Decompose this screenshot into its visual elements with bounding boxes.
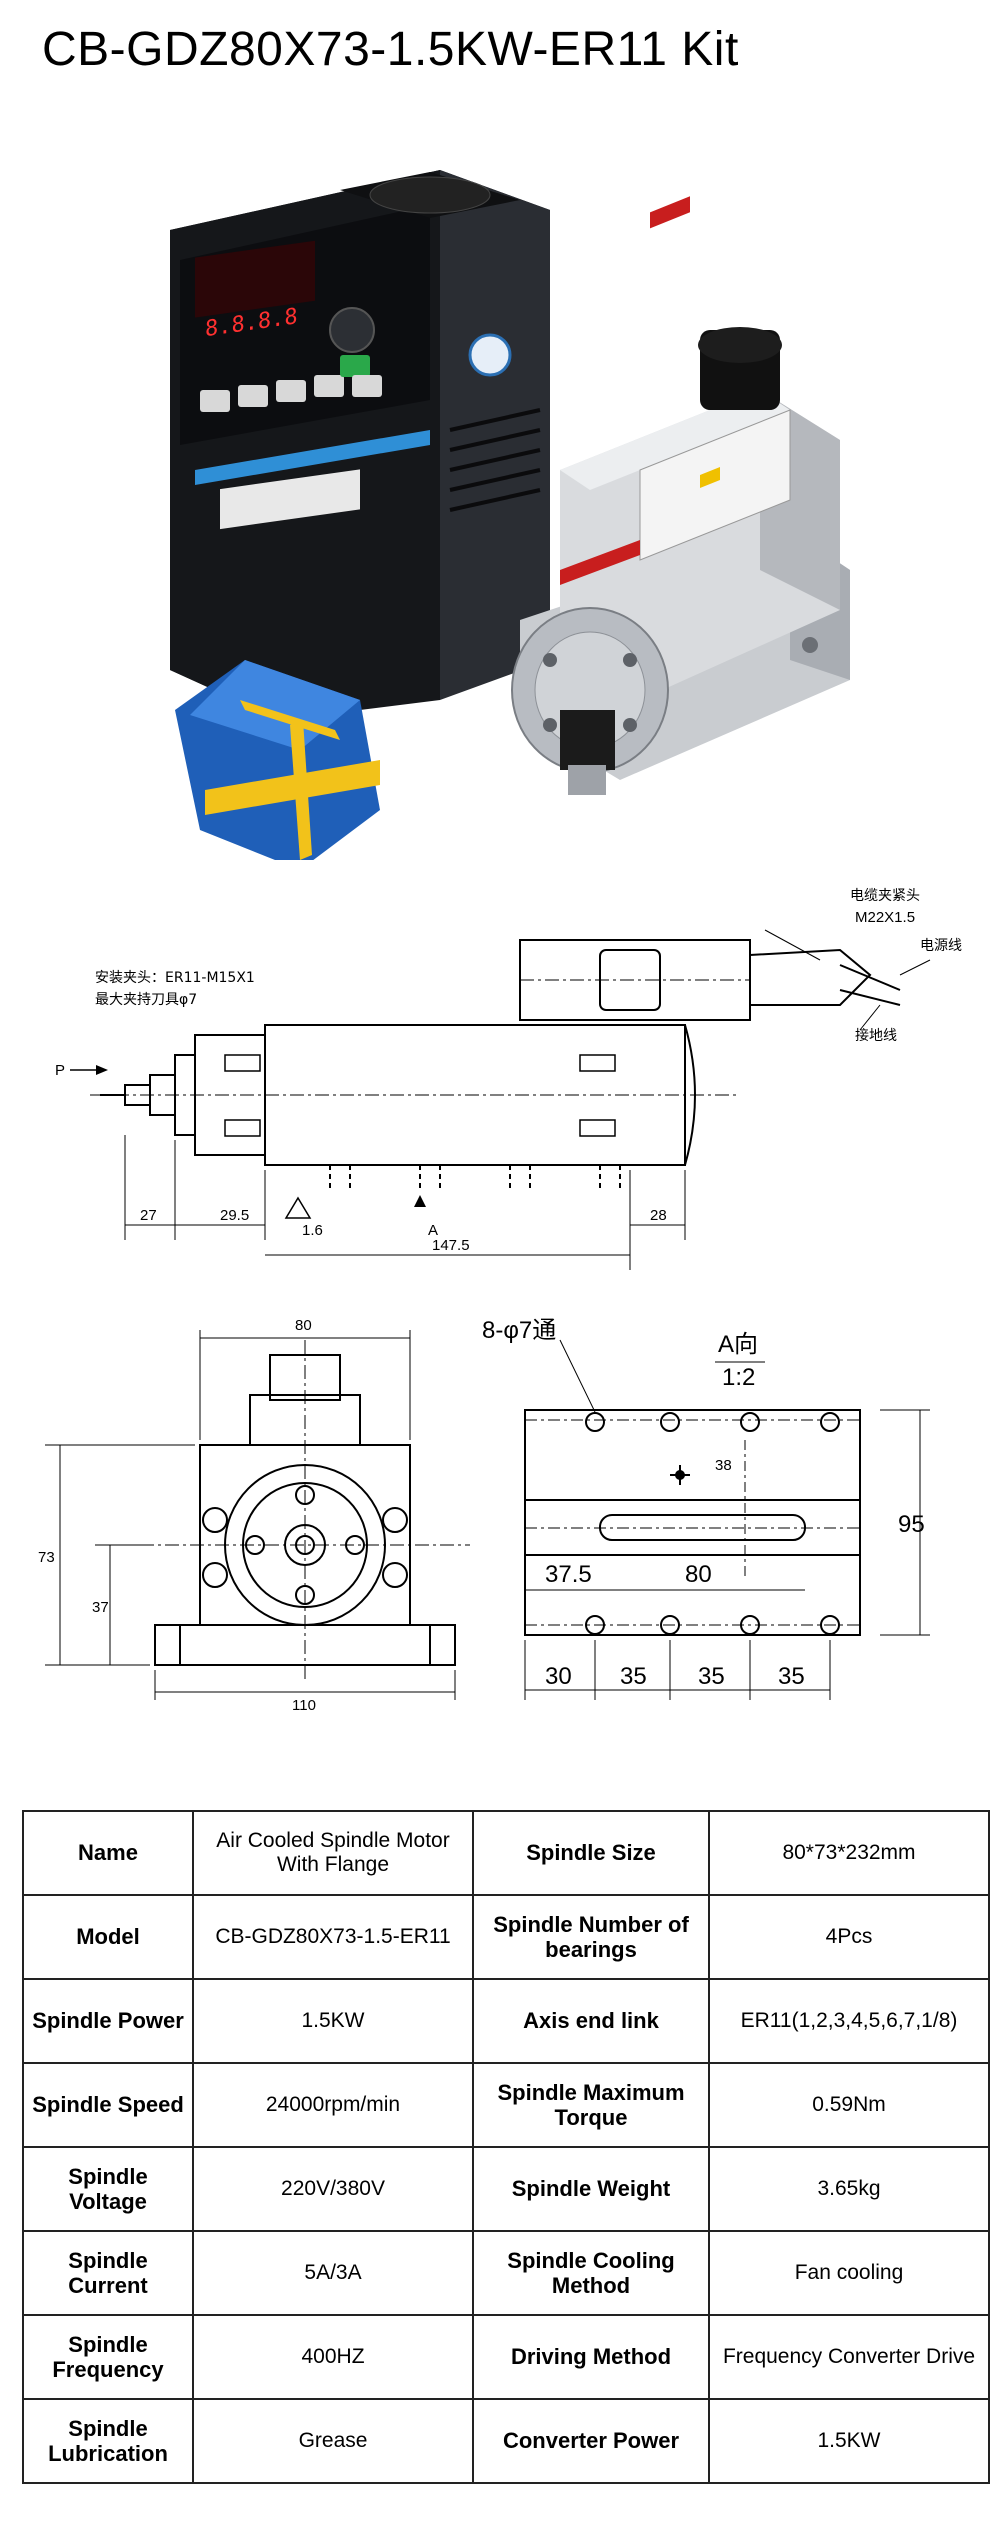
front-and-base-drawing: 80 73 37 110 8-φ7通 A向 1:2 38 37.5 80 95 … (38, 1317, 930, 1714)
base-view-label: A向 (718, 1331, 758, 1358)
table-row: Spindle Lubrication Grease Converter Pow… (22, 2398, 990, 2484)
table-row: Spindle Voltage 220V/380V Spindle Weight… (22, 2146, 990, 2232)
base-dim-35c: 35 (778, 1663, 805, 1690)
spec-value: Air Cooled Spindle Motor With Flange (192, 1810, 474, 1896)
spec-key: Spindle Size (472, 1810, 710, 1896)
spec-value: 24000rpm/min (192, 2062, 474, 2148)
spec-value: 0.59Nm (708, 2062, 990, 2148)
spec-key: Converter Power (472, 2398, 710, 2484)
base-dim-38: 38 (715, 1457, 732, 1474)
side-view-drawing: 安装夹头：ER11-M15X1 最大夹持刀具φ7 P 电缆夹紧头 M22X1.5… (55, 888, 962, 1270)
spec-value: CB-GDZ80X73-1.5-ER11 (192, 1894, 474, 1980)
base-dim-35a: 35 (620, 1663, 647, 1690)
base-hole-note: 8-φ7通 (482, 1317, 556, 1344)
table-row: Model CB-GDZ80X73-1.5-ER11 Spindle Numbe… (22, 1894, 990, 1980)
spec-value: 1.5KW (708, 2398, 990, 2484)
collet-note-2: 最大夹持刀具φ7 (95, 992, 197, 1008)
spec-table: Name Air Cooled Spindle Motor With Flang… (22, 1810, 990, 2484)
base-scale: 1:2 (722, 1364, 755, 1391)
spec-key: Spindle Speed (22, 2062, 194, 2148)
spec-key: Spindle Current (22, 2230, 194, 2316)
spindle-motor-image (511, 196, 850, 795)
spec-value: 4Pcs (708, 1894, 990, 1980)
spec-key: Spindle Number of bearings (472, 1894, 710, 1980)
front-dim-37: 37 (92, 1599, 109, 1616)
base-dim-80: 80 (685, 1561, 712, 1588)
spec-key: Spindle Voltage (22, 2146, 194, 2232)
dim-29-5: 29.5 (220, 1207, 249, 1224)
base-dim-30: 30 (545, 1663, 572, 1690)
spec-value: 400HZ (192, 2314, 474, 2400)
dim-1-6: 1.6 (302, 1222, 323, 1239)
spec-key: Axis end link (472, 1978, 710, 2064)
spec-key: Spindle Lubrication (22, 2398, 194, 2484)
spec-key: Driving Method (472, 2314, 710, 2400)
spec-key: Spindle Weight (472, 2146, 710, 2232)
accessory-boxes-image (175, 660, 380, 860)
spec-value: 220V/380V (192, 2146, 474, 2232)
spec-key: Spindle Power (22, 1978, 194, 2064)
front-dim-110: 110 (292, 1697, 316, 1714)
label-p: P (55, 1062, 65, 1079)
spec-value: Grease (192, 2398, 474, 2484)
label-thread: M22X1.5 (855, 909, 915, 926)
table-row: Spindle Speed 24000rpm/min Spindle Maxim… (22, 2062, 990, 2148)
label-cable-head: 电缆夹紧头 (850, 888, 920, 904)
spec-value: 1.5KW (192, 1978, 474, 2064)
spec-value: ER11(1,2,3,4,5,6,7,1/8) (708, 1978, 990, 2064)
base-dim-95: 95 (898, 1511, 925, 1538)
front-dim-80: 80 (295, 1317, 312, 1334)
collet-note-1: 安装夹头：ER11-M15X1 (95, 970, 255, 986)
label-power-line: 电源线 (920, 938, 962, 954)
dim-a: A (428, 1222, 438, 1239)
spec-value: 80*73*232mm (708, 1810, 990, 1896)
spec-value: Frequency Converter Drive (708, 2314, 990, 2400)
front-dim-73: 73 (38, 1549, 55, 1566)
product-photo: 8.8.8.8 (170, 170, 850, 860)
spec-key: Spindle Maximum Torque (472, 2062, 710, 2148)
dim-147-5: 147.5 (432, 1237, 470, 1254)
base-dim-37-5: 37.5 (545, 1561, 592, 1588)
base-dim-35b: 35 (698, 1663, 725, 1690)
spec-key: Spindle Cooling Method (472, 2230, 710, 2316)
label-ground-line: 接地线 (855, 1027, 897, 1044)
table-row: Spindle Current 5A/3A Spindle Cooling Me… (22, 2230, 990, 2316)
spec-value: 3.65kg (708, 2146, 990, 2232)
dim-28: 28 (650, 1207, 667, 1224)
table-row: Name Air Cooled Spindle Motor With Flang… (22, 1810, 990, 1896)
dim-27: 27 (140, 1207, 157, 1224)
spec-key: Name (22, 1810, 194, 1896)
spec-value: Fan cooling (708, 2230, 990, 2316)
spec-value: 5A/3A (192, 2230, 474, 2316)
spec-key: Model (22, 1894, 194, 1980)
table-row: Spindle Frequency 400HZ Driving Method F… (22, 2314, 990, 2400)
spec-key: Spindle Frequency (22, 2314, 194, 2400)
table-row: Spindle Power 1.5KW Axis end link ER11(1… (22, 1978, 990, 2064)
page-title: CB-GDZ80X73-1.5KW-ER11 Kit (42, 23, 739, 76)
inverter-image: 8.8.8.8 (170, 170, 550, 720)
